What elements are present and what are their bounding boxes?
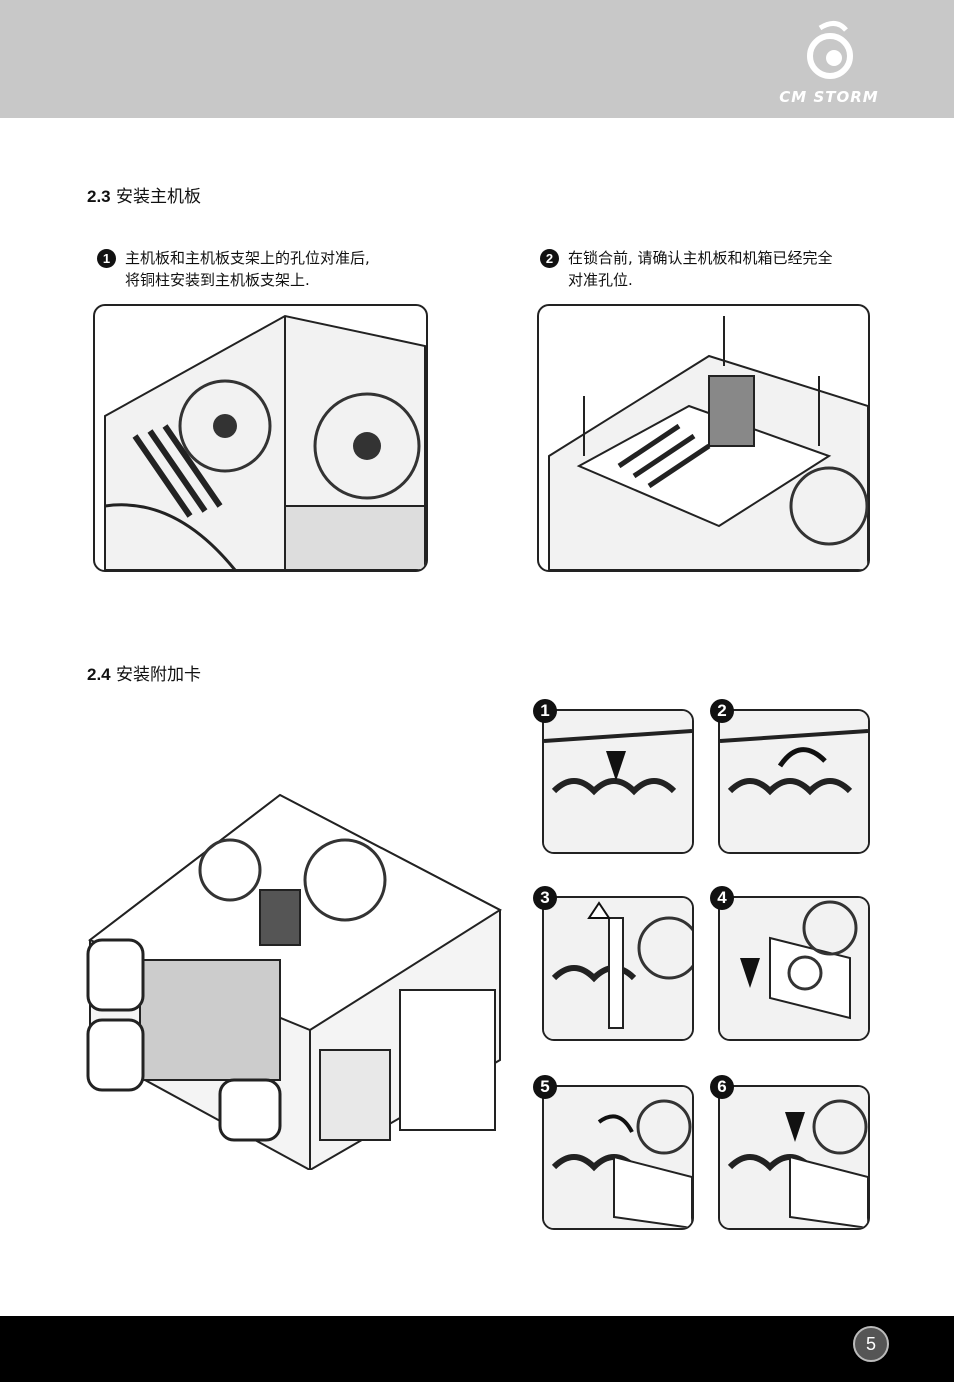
section-2-3-title: 2.3 安装主机板 — [87, 182, 201, 207]
cm-storm-logo: CM STORM — [764, 18, 894, 108]
step-text: 在锁合前, 请确认主机板和机箱已经完全 对准孔位. — [568, 249, 833, 289]
step-text: 主机板和主机板支架上的孔位对准后, 将铜柱安装到主机板支架上. — [125, 249, 370, 289]
section-2-4-title: 2.4 安装附加卡 — [87, 660, 201, 685]
thumb-number-badge: 1 — [533, 699, 557, 723]
thumb-number-badge: 3 — [533, 886, 557, 910]
section-number: 2.4 — [87, 665, 111, 684]
step-number-badge: 2 — [540, 249, 559, 268]
thumb-number-badge: 4 — [710, 886, 734, 910]
expansion-step-5-thumb — [542, 1085, 694, 1230]
thumb-number-badge: 2 — [710, 699, 734, 723]
motherboard-screws-illustration — [537, 304, 870, 572]
thumb-number-badge: 6 — [710, 1075, 734, 1099]
section-number: 2.3 — [87, 187, 111, 206]
expansion-step-4-thumb — [718, 896, 870, 1041]
expansion-step-3-thumb — [542, 896, 694, 1041]
storm-swirl-icon — [807, 21, 853, 79]
thumb-number-badge: 5 — [533, 1075, 557, 1099]
motherboard-tray-illustration — [93, 304, 428, 572]
section-title-text: 安装主机板 — [116, 187, 202, 207]
case-overview-illustration — [80, 790, 510, 1170]
brand-text: CM STORM — [779, 88, 879, 106]
expansion-step-2-thumb — [718, 709, 870, 854]
expansion-step-6-thumb — [718, 1085, 870, 1230]
page-header: CM STORM — [0, 0, 954, 118]
page-number: 5 — [853, 1326, 889, 1362]
step-number-badge: 1 — [97, 249, 116, 268]
page-footer — [0, 1316, 954, 1382]
section-title-text: 安装附加卡 — [116, 665, 202, 685]
expansion-step-1-thumb — [542, 709, 694, 854]
